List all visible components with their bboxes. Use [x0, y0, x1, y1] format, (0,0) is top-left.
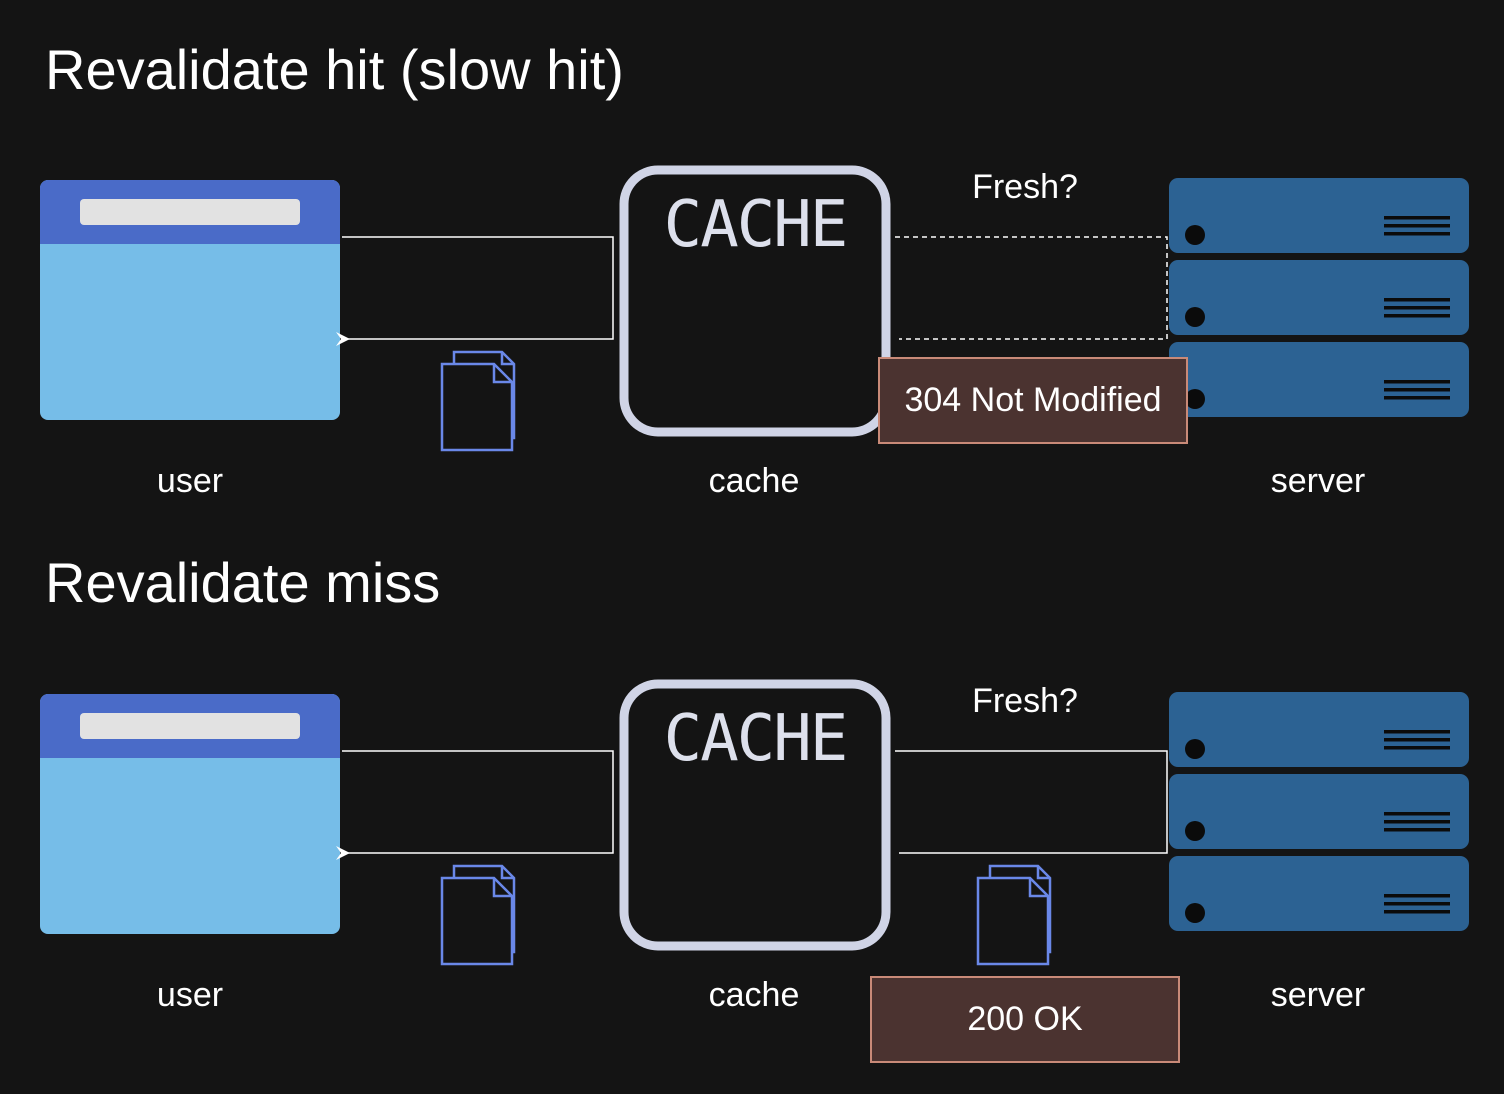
status-200-ok: 200 OK	[870, 976, 1180, 1063]
request-connector	[336, 236, 614, 346]
request-connector	[336, 750, 614, 860]
revalidate-connector-solid	[895, 750, 1168, 854]
document-stack-icon	[976, 864, 1052, 966]
fresh-question-label: Fresh?	[972, 682, 1078, 720]
cache-box-text: CACHE	[664, 702, 847, 776]
section-title-revalidate-miss: Revalidate miss	[45, 551, 441, 614]
browser-window-icon	[40, 694, 340, 934]
document-stack-icon	[440, 350, 516, 452]
cache-box-text: CACHE	[664, 188, 847, 262]
cache-box: CACHE	[619, 165, 891, 437]
server-rack-icon	[1169, 692, 1469, 931]
section-title-revalidate-hit: Revalidate hit (slow hit)	[45, 38, 624, 101]
server-label: server	[1270, 976, 1366, 1014]
revalidate-connector-dashed	[895, 236, 1168, 340]
cache-label: cache	[708, 462, 800, 500]
fresh-question-label: Fresh?	[972, 168, 1078, 206]
server-label: server	[1270, 462, 1366, 500]
cache-label: cache	[708, 976, 800, 1014]
server-rack-icon	[1169, 178, 1469, 417]
browser-window-icon	[40, 180, 340, 420]
user-label: user	[156, 462, 224, 500]
user-label: user	[156, 976, 224, 1014]
document-stack-icon	[440, 864, 516, 966]
cache-box: CACHE	[619, 679, 891, 951]
status-304-not-modified: 304 Not Modified	[878, 357, 1188, 444]
